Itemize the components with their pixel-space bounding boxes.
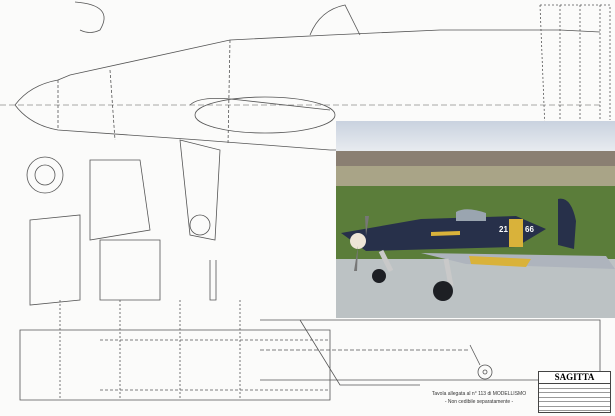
former-circle xyxy=(26,156,64,194)
wing-root-outline xyxy=(189,97,331,111)
model-airplane xyxy=(341,198,615,301)
title-block-title: SAGITTA xyxy=(539,372,610,384)
tarmac xyxy=(336,259,615,318)
marking-right: 66 xyxy=(525,225,534,234)
caption-line-2: - Non cedibile separatamente - xyxy=(444,399,514,405)
sky xyxy=(336,121,615,156)
caption-line-1: Tavola allegata al n° 113 di MODELLISMO xyxy=(431,391,527,397)
canopy-outline xyxy=(309,4,361,36)
marking-left: 21 xyxy=(499,225,508,234)
wheel xyxy=(477,364,493,380)
title-block: SAGITTA xyxy=(538,371,611,413)
fuselage-outline xyxy=(14,29,601,106)
treeline xyxy=(336,151,615,169)
model-photo: 21 66 xyxy=(336,121,615,318)
far-field xyxy=(336,166,615,188)
